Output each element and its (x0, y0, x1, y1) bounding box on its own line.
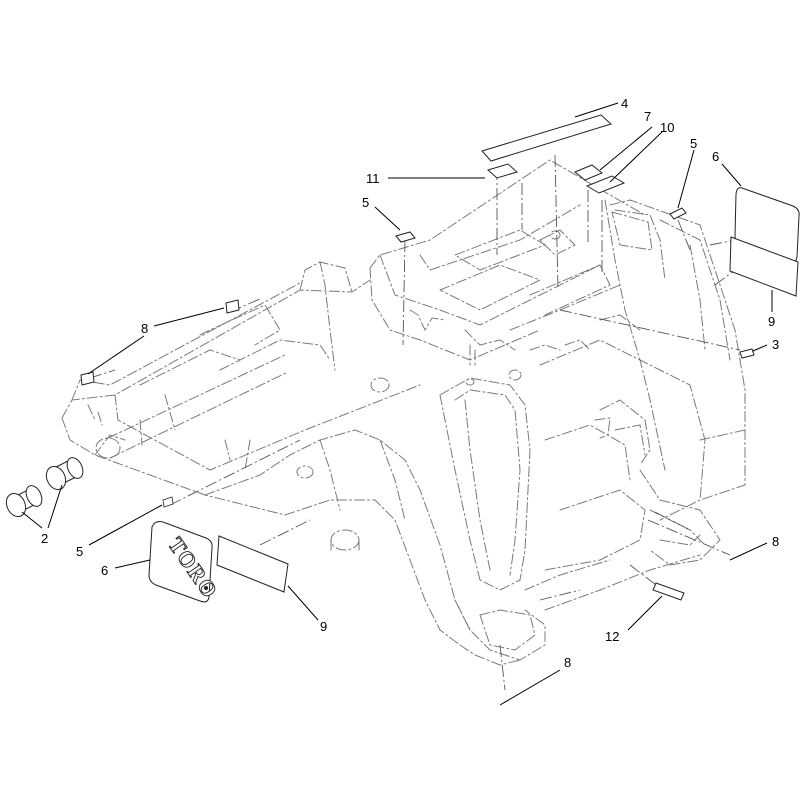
frame-outline (61, 159, 746, 666)
decal-12 (652, 582, 685, 601)
projection-lines (89, 154, 741, 691)
callout-labels: 4 7 10 11 5 5 6 8 9 3 2 5 6 9 8 12 8 (41, 96, 779, 670)
callout-8-left: 8 (141, 321, 148, 336)
callout-10: 10 (660, 120, 674, 135)
callout-6-right: 6 (712, 149, 719, 164)
decal-7 (574, 164, 603, 181)
callout-4: 4 (621, 96, 628, 111)
toro-logo-plate: TORO (148, 521, 223, 603)
decal-5-top (395, 231, 416, 243)
decal-9-lower (216, 535, 289, 593)
decal-5-lower (162, 496, 174, 508)
callout-7: 7 (644, 109, 651, 124)
decal-10 (585, 175, 626, 194)
leader-lines (21, 102, 773, 706)
decal-3 (739, 348, 755, 359)
callout-8-bottom: 8 (564, 655, 571, 670)
callout-8-right: 8 (772, 534, 779, 549)
callout-12: 12 (605, 629, 619, 644)
decal-5-right (669, 207, 687, 220)
decal-9-right (729, 236, 799, 297)
callout-9-lower: 9 (320, 619, 327, 634)
bushing-pair (5, 457, 84, 518)
decal-small-top (486, 163, 519, 179)
decal-8-left-upper (225, 299, 240, 314)
callout-5-top: 5 (362, 195, 369, 210)
callout-5-right: 5 (690, 136, 697, 151)
callout-2: 2 (41, 531, 48, 546)
callout-6-lower: 6 (101, 563, 108, 578)
callout-9-right: 9 (768, 314, 775, 329)
callout-11: 11 (366, 171, 380, 186)
callout-5-lower: 5 (76, 544, 83, 559)
callout-3: 3 (772, 337, 779, 352)
decal-long-top (481, 114, 612, 162)
decal-8-left-lower (80, 371, 95, 386)
